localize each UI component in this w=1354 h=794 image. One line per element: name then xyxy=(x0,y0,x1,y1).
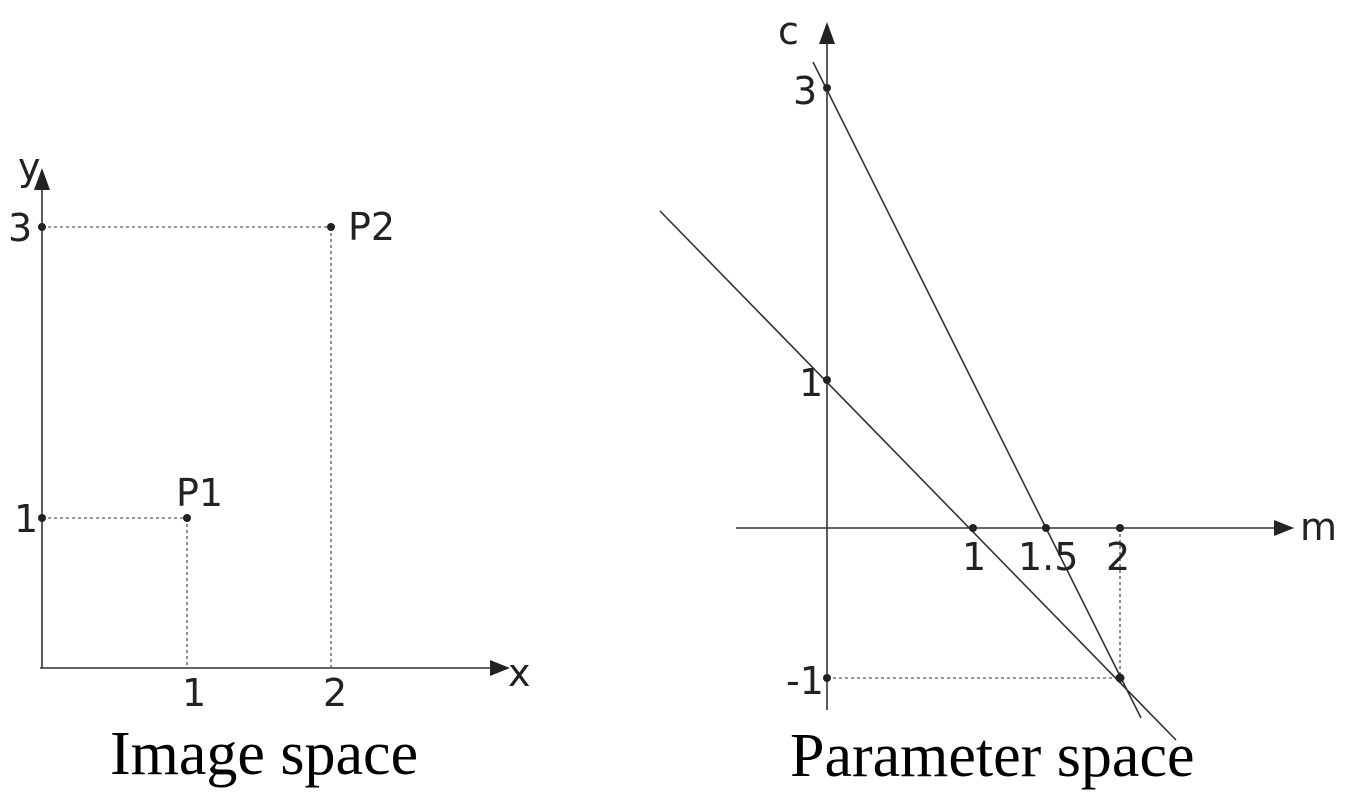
image-x-tick-1: 1 xyxy=(182,671,206,715)
param-c-axis-label: c xyxy=(778,9,799,53)
image-space-caption: Image space xyxy=(110,720,418,788)
c-tick-minus-1-marker xyxy=(823,674,831,682)
c-tick-1-marker xyxy=(823,376,831,384)
image-space-panel: y x 3 1 1 2 P1 P2 Image space xyxy=(8,145,531,788)
image-x-axis-label: x xyxy=(508,651,531,695)
line-c-equals-minus-m-plus-1 xyxy=(659,210,1177,741)
m-tick-1-marker xyxy=(969,524,977,532)
point-p2-label: P2 xyxy=(348,205,395,249)
param-m-tick-1: 1 xyxy=(962,535,986,579)
param-c-tick-minus-1: -1 xyxy=(786,659,824,703)
param-m-axis-label: m xyxy=(1300,505,1337,549)
param-m-tick-1-5: 1.5 xyxy=(1018,535,1078,579)
image-x-axis-arrow-icon xyxy=(490,660,510,676)
param-c-tick-3: 3 xyxy=(793,69,817,113)
image-y-tick-1: 1 xyxy=(14,497,38,541)
point-p2 xyxy=(327,223,335,231)
parameter-space-caption: Parameter space xyxy=(790,722,1194,790)
point-p1 xyxy=(183,514,191,522)
param-m-axis-arrow-icon xyxy=(1274,520,1294,536)
param-m-tick-2: 2 xyxy=(1106,535,1130,579)
point-p1-label: P1 xyxy=(176,471,223,515)
image-y-tick-3: 3 xyxy=(8,206,32,250)
m-tick-1-5-marker xyxy=(1042,524,1050,532)
parameter-space-panel: c m 3 1 -1 1 1.5 2 Parameter space xyxy=(659,9,1337,790)
param-c-tick-1: 1 xyxy=(799,361,823,405)
line-c-equals-minus-2m-plus-3 xyxy=(812,61,1142,719)
c-tick-3-marker xyxy=(823,84,831,92)
intersection-point xyxy=(1115,673,1125,683)
image-y-axis-arrow-icon xyxy=(34,168,50,190)
y-tick-3-marker xyxy=(38,223,46,231)
y-tick-1-marker xyxy=(38,514,46,522)
m-tick-2-marker xyxy=(1116,524,1124,532)
image-x-tick-2: 2 xyxy=(323,671,347,715)
param-c-axis-arrow-icon xyxy=(819,22,835,44)
image-y-axis-label: y xyxy=(18,145,41,189)
